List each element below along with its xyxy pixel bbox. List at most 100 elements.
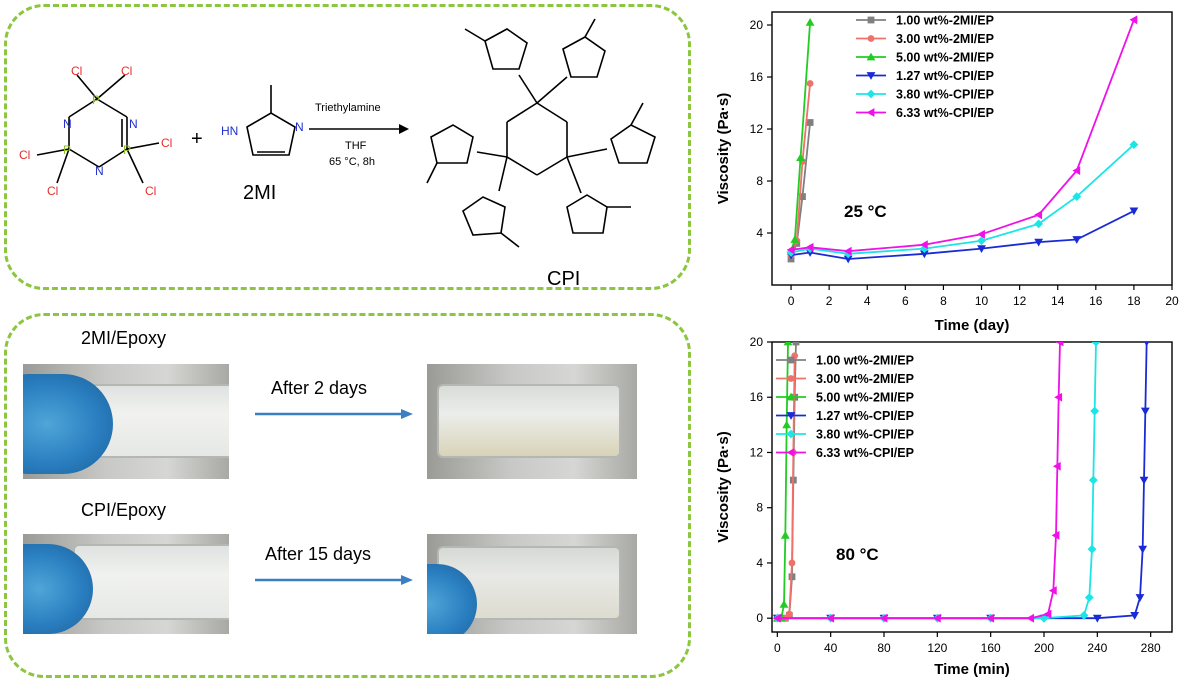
- x-tick-label: 16: [1089, 294, 1103, 308]
- data-point: [1072, 166, 1081, 175]
- x-tick-label: 0: [788, 294, 795, 308]
- data-point: [1034, 210, 1043, 220]
- atom-n-2mi: N: [295, 120, 304, 134]
- legend-marker: [866, 89, 876, 99]
- data-point: [780, 530, 790, 539]
- legend-marker: [787, 375, 795, 382]
- row2-arrow-icon: [255, 575, 413, 585]
- data-point: [1140, 407, 1150, 416]
- data-point: [977, 245, 986, 253]
- atom-cl-5: Cl: [161, 136, 172, 150]
- legend-entry: 1.00 wt%-2MI/EP: [896, 14, 994, 28]
- data-point: [826, 613, 835, 623]
- legend-entry: 6.33 wt%-CPI/EP: [896, 106, 994, 120]
- legend-entry: 1.27 wt%-CPI/EP: [896, 69, 994, 83]
- data-point: [1052, 461, 1061, 471]
- data-point: [1026, 613, 1035, 623]
- series-3: [786, 207, 1139, 264]
- data-point: [786, 245, 795, 255]
- atom-cl-2: Cl: [121, 64, 132, 78]
- data-point: [1084, 593, 1094, 602]
- y-tick-label: 8: [756, 174, 763, 188]
- x-tick-label: 12: [1013, 294, 1027, 308]
- legend-marker: [786, 448, 795, 457]
- 2mi-molecule: [246, 85, 296, 156]
- x-tick-label: 280: [1141, 641, 1161, 655]
- x-tick-label: 14: [1051, 294, 1065, 308]
- data-point: [1139, 476, 1149, 485]
- legend: 1.00 wt%-2MI/EP3.00 wt%-2MI/EP5.00 wt%-2…: [856, 14, 994, 120]
- atom-n-2: N: [129, 117, 138, 131]
- x-tick-label: 8: [940, 294, 947, 308]
- data-point: [1079, 611, 1089, 620]
- reaction-arrowhead: [399, 124, 409, 134]
- atom-p-2: P: [63, 143, 71, 157]
- data-point: [1129, 15, 1138, 25]
- legend-marker: [866, 72, 876, 80]
- y-tick-label: 12: [750, 445, 764, 459]
- photo-comparison-panel: 2MI/Epoxy After 2 days CPI/Epoxy After 1…: [4, 313, 691, 678]
- reaction-scheme-panel: Cl Cl Cl Cl Cl Cl P P P N N N + HN N 2MI…: [4, 4, 691, 290]
- x-axis-label: Time (min): [934, 661, 1010, 678]
- data-point: [1092, 614, 1102, 623]
- data-point: [805, 249, 815, 257]
- legend-entry: 3.00 wt%-2MI/EP: [816, 372, 914, 386]
- data-point: [843, 255, 853, 264]
- x-tick-label: 18: [1127, 294, 1141, 308]
- data-point: [779, 599, 789, 608]
- row2-caption: CPI/Epoxy: [81, 500, 167, 520]
- legend-entry: 1.00 wt%-2MI/EP: [816, 354, 914, 368]
- data-point: [788, 559, 796, 567]
- product-label: CPI: [547, 268, 580, 287]
- data-point: [1054, 392, 1063, 402]
- series-line: [790, 210, 1135, 260]
- temperature-annotation: 80 °C: [836, 545, 879, 564]
- legend-entry: 1.27 wt%-CPI/EP: [816, 409, 914, 423]
- atom-cl-1: Cl: [71, 64, 82, 78]
- legend-entry: 3.00 wt%-2MI/EP: [896, 32, 994, 46]
- plus-sign: +: [191, 128, 203, 150]
- data-point: [1043, 609, 1052, 619]
- data-point: [1039, 613, 1049, 623]
- atom-n-3: N: [95, 164, 104, 178]
- x-tick-label: 40: [824, 641, 838, 655]
- data-point: [977, 229, 985, 239]
- data-point: [1090, 406, 1100, 416]
- data-point: [772, 613, 781, 623]
- data-point: [805, 242, 814, 252]
- legend-entry: 3.80 wt%-CPI/EP: [816, 428, 914, 442]
- data-point: [1091, 342, 1101, 347]
- arrow-conditions-label: 65 °C, 8h: [329, 156, 375, 168]
- row1-arrow-icon: [255, 409, 413, 419]
- legend: 1.00 wt%-2MI/EP3.00 wt%-2MI/EP5.00 wt%-2…: [776, 354, 914, 460]
- y-tick-label: 20: [750, 18, 764, 32]
- data-point: [785, 610, 793, 618]
- data-point: [799, 193, 806, 200]
- temperature-annotation: 25 °C: [844, 202, 887, 221]
- atom-p-3: P: [123, 143, 131, 157]
- photo-cpi-epoxy-initial: [23, 534, 229, 634]
- data-point: [1088, 475, 1098, 485]
- x-tick-label: 0: [774, 641, 781, 655]
- cpi-molecule: [426, 18, 656, 248]
- hcctp-molecule: [36, 74, 160, 184]
- data-point: [806, 119, 814, 126]
- atom-cl-6: Cl: [145, 184, 156, 198]
- legend-marker: [866, 108, 875, 117]
- plot-frame: [771, 341, 1173, 633]
- reaction-scheme-svg: Cl Cl Cl Cl Cl Cl P P P N N N + HN N 2MI…: [19, 18, 656, 290]
- x-tick-label: 200: [1034, 641, 1054, 655]
- series-line: [777, 342, 789, 620]
- row2-arrow-label: After 15 days: [265, 544, 372, 564]
- data-point: [1138, 545, 1148, 554]
- data-point: [1051, 530, 1060, 540]
- data-point: [919, 240, 928, 250]
- x-tick-label: 160: [981, 641, 1001, 655]
- data-point: [1129, 207, 1139, 216]
- vial-icon: [437, 384, 621, 458]
- y-tick-label: 16: [750, 70, 764, 84]
- data-point: [879, 613, 888, 623]
- atom-cl-3: Cl: [19, 148, 30, 162]
